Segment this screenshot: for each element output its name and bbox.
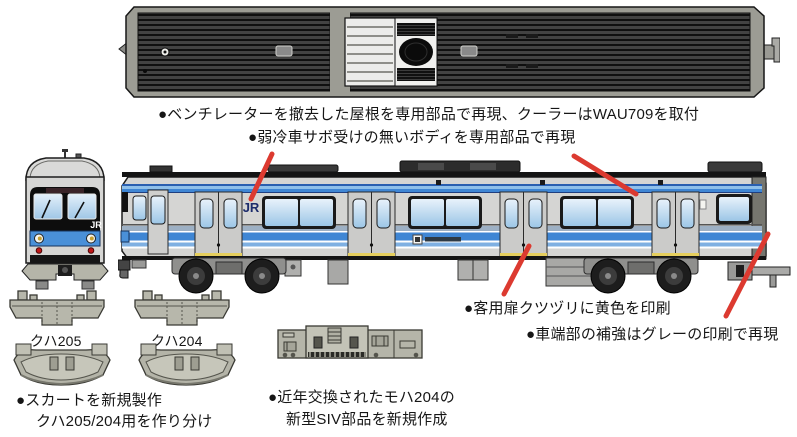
front-coupler-side (118, 259, 131, 279)
front-lower-band (30, 255, 100, 263)
skirt-part-3d-kuha205 (13, 343, 111, 386)
side-top-stripe (122, 180, 762, 193)
roof-vent-dot (163, 50, 167, 54)
cooler-fan (399, 38, 433, 66)
fan-grille-top (397, 23, 435, 36)
front-foot-right (81, 280, 95, 290)
destination-display (46, 188, 84, 193)
side-view: JR (118, 160, 791, 294)
skirt-label-kuha205: クハ205 (30, 333, 82, 349)
passenger-door-4 (651, 191, 700, 257)
nose-blue-band (120, 230, 130, 243)
roof-ribs-left (137, 12, 331, 92)
siv-part (277, 325, 423, 359)
roof-dash (506, 34, 518, 38)
jr-logo-side: JR (243, 200, 260, 215)
car-number-plate (412, 234, 461, 245)
annotation-roof: ●ベンチレーターを撤去した屋根を専用部品で再現、クーラーはWAU709を取付 (158, 106, 700, 123)
annotation-skirt-line1: ●スカートを新規製作 (16, 392, 163, 409)
front-blue-band (29, 230, 101, 247)
skirt-part-flat-kuha205 (9, 290, 105, 326)
annotation-door: ●客用扉クツヅリに黄色を印刷 (464, 300, 671, 317)
roof-dash (526, 34, 538, 38)
headlight-left-bulb (37, 236, 42, 241)
front-coupler-head (62, 267, 68, 273)
front-view: JR (21, 149, 109, 290)
annotation-car-end: ●車端部の補強はグレーの印刷で再現 (526, 326, 779, 343)
cab-door (147, 189, 169, 255)
skirt-part-flat-kuha204 (134, 290, 230, 326)
bogie-rear (583, 257, 699, 294)
headlight-right-bulb (89, 236, 94, 241)
passenger-door-2 (347, 191, 396, 257)
nose-window-edge (122, 192, 128, 212)
passenger-door-1 (194, 191, 243, 257)
roof-small-dot (143, 69, 147, 73)
window-end (716, 194, 752, 224)
annotation-siv-line2: 新型SIV部品を新規作成 (286, 411, 448, 428)
passenger-door-3 (499, 191, 548, 257)
side-roofline (122, 172, 766, 177)
window-pair-1 (262, 196, 336, 229)
roof-dash (506, 64, 518, 68)
taillight-right (87, 247, 95, 254)
window-pair-2 (408, 196, 482, 229)
roof-hatch-left (275, 45, 293, 57)
annotation-body: ●弱冷車サボ受けの無いボディを専用部品で再現 (248, 129, 576, 146)
roof-dash (526, 64, 538, 68)
taillight-left (35, 247, 43, 254)
priority-seat-sticker (699, 199, 707, 210)
windshield-left (33, 193, 63, 220)
roof-top-view (118, 6, 780, 98)
cooler-wau709 (344, 17, 438, 87)
window-pair-3 (560, 196, 634, 229)
wiper-right (74, 201, 85, 219)
skirt-part-3d-kuha204 (138, 343, 236, 386)
rear-coupler-side (727, 261, 791, 288)
skirt-label-kuha204: クハ204 (151, 333, 203, 349)
front-foot-left (35, 280, 49, 290)
annotation-skirt-line2: クハ205/204用を作り分け (36, 413, 213, 430)
fan-grille-bottom (397, 68, 435, 81)
front-roof-dome (25, 157, 105, 181)
underframe-line (122, 256, 766, 260)
jr-logo-front: JR (90, 220, 102, 230)
roof-hatch-right (460, 45, 478, 57)
cab-side-window (132, 195, 147, 221)
roof-equipment (149, 160, 763, 173)
wiper-left (41, 199, 51, 219)
annotation-siv-line1: ●近年交換されたモハ204の (268, 389, 455, 406)
